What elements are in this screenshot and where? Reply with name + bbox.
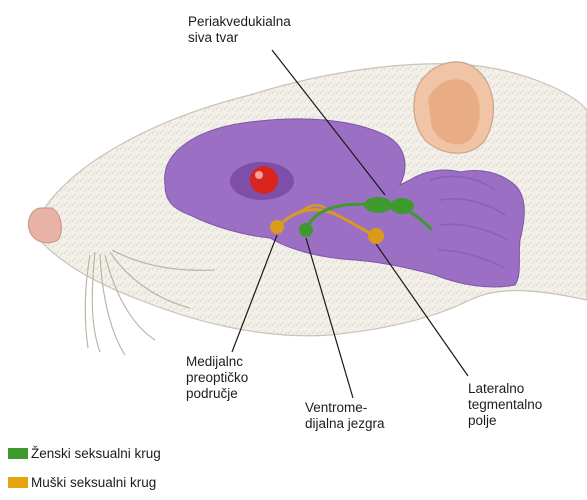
periaqueductal-gray: [364, 197, 392, 213]
lateral-tegmental-nucleus: [368, 228, 384, 244]
label-lateral-tegmental: Lateralno tegmentalno polje: [468, 381, 542, 429]
legend-item-female: Ženski seksualni krug: [8, 446, 161, 461]
label-ventromedial: Ventrome- dijalna jezgra: [305, 400, 385, 432]
preoptic-nucleus: [270, 220, 284, 234]
label-periaqueductal: Periakvedukialna siva tvar: [188, 14, 291, 46]
ventromedial-nucleus: [299, 223, 313, 237]
legend-swatch-male: [8, 477, 28, 488]
legend-label-male: Muški seksualni krug: [31, 475, 156, 490]
legend-swatch-female: [8, 448, 28, 459]
nose-icon: [28, 208, 61, 243]
eye-icon: [250, 166, 278, 194]
label-preoptic: Medijalnc preoptičko područje: [186, 354, 248, 402]
legend-item-male: Muški seksualni krug: [8, 475, 156, 490]
legend-label-female: Ženski seksualni krug: [31, 446, 161, 461]
